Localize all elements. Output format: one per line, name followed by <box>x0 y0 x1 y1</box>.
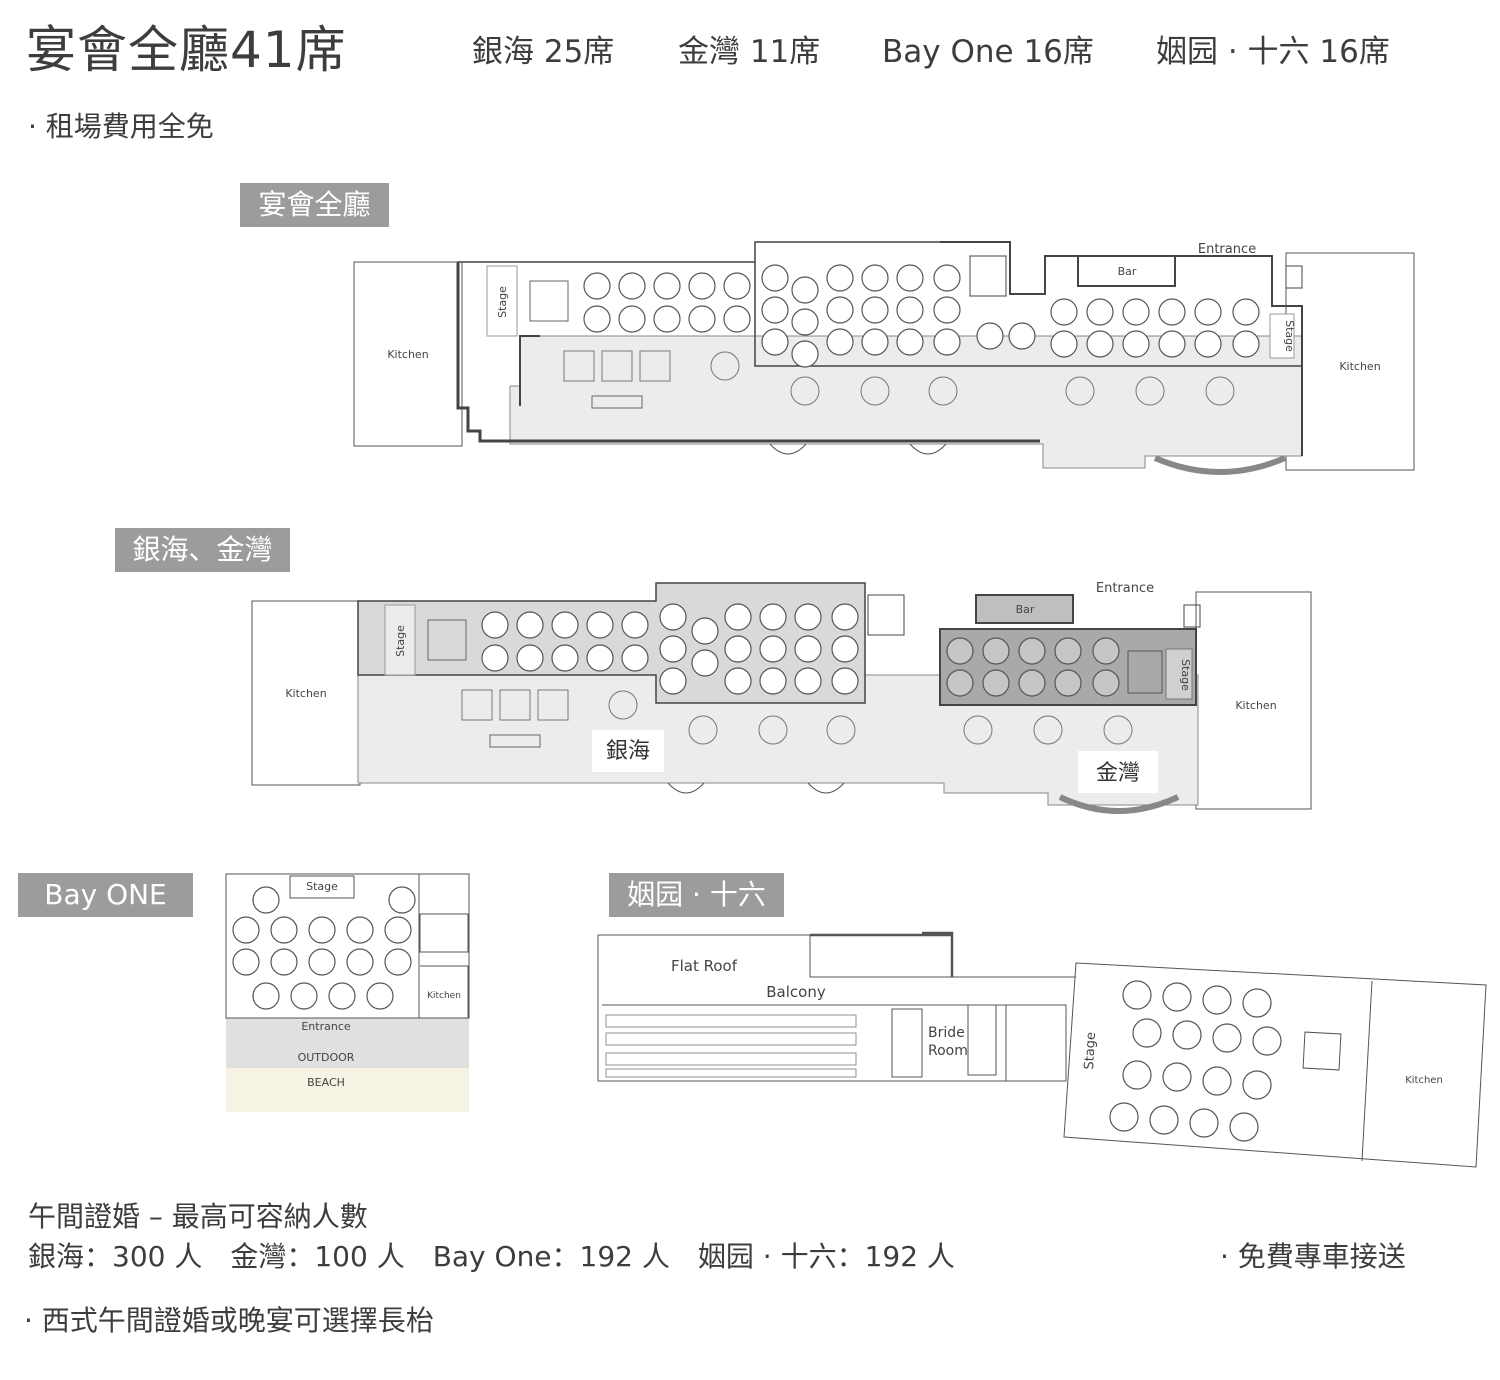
capacity-jinwan: 金灣 11席 <box>678 34 821 70</box>
floorplan-full-hall: Kitchen Kitchen Stage Stage Bar Entrance <box>353 241 1415 475</box>
label-stage-left: Stage <box>496 286 509 318</box>
label-yinyuan: 姻园 · 十六 <box>609 873 784 917</box>
label-bride-room-1: Bride <box>928 1025 965 1041</box>
label-stage: Stage <box>306 880 338 893</box>
page-title: 宴會全廳41席 <box>26 21 347 79</box>
label-stage-left: Stage <box>394 625 407 657</box>
zone-label-yinhai: 銀海 <box>606 739 650 764</box>
label-kitchen-right: Kitchen <box>1235 699 1276 712</box>
label-entrance: Entrance <box>1096 581 1154 596</box>
label-kitchen-left: Kitchen <box>285 687 326 700</box>
label-full-hall: 宴會全廳 <box>240 183 389 227</box>
label-beach: BEACH <box>307 1076 345 1089</box>
capacity-bay-one: Bay One 16席 <box>882 34 1094 70</box>
label-bride-room-2: Room <box>928 1043 968 1059</box>
capacity-yinhai: 銀海 25席 <box>472 34 615 70</box>
kitchen-left-room <box>353 261 463 447</box>
footer-shuttle: · 免費專車接送 <box>1220 1240 1406 1273</box>
footer-long-table: · 西式午間證婚或晚宴可選擇長枱 <box>24 1304 434 1337</box>
capacity-yinyuan: 姻园 · 十六 16席 <box>1156 34 1390 70</box>
label-bay-one: Bay ONE <box>18 873 193 917</box>
label-yinhai-jinwan: 銀海、金灣 <box>115 528 290 572</box>
zone-label-jinwan: 金灣 <box>1096 761 1140 786</box>
note-rent-free: · 租場費用全免 <box>28 110 214 143</box>
label-bar: Bar <box>1118 265 1137 278</box>
footer-heading: 午間證婚 – 最高可容納人數 <box>28 1200 368 1233</box>
label-stage: Stage <box>1082 1032 1099 1070</box>
label-outdoor: OUTDOOR <box>298 1051 355 1064</box>
label-kitchen: Kitchen <box>1405 1075 1443 1086</box>
label-stage-right: Stage <box>1179 659 1192 691</box>
footer-capacity-line: 銀海：300 人 金灣：100 人 Bay One：192 人 姻园 · 十六：… <box>28 1240 955 1273</box>
label-bar: Bar <box>1016 603 1035 616</box>
label-flat-roof: Flat Roof <box>671 957 738 975</box>
label-entrance: Entrance <box>1198 242 1256 257</box>
label-entrance: Entrance <box>301 1020 351 1033</box>
label-kitchen: Kitchen <box>427 991 461 1001</box>
label-balcony: Balcony <box>766 983 826 1001</box>
label-stage-right: Stage <box>1283 320 1296 352</box>
floorplan-yinyuan: Flat Roof Balcony Bride Room Stage Kitch… <box>597 931 1487 1168</box>
floorplan-yinhai-jinwan: Kitchen Kitchen Stage Stage Bar Entrance… <box>251 581 1312 814</box>
floorplan-bay-one: Stage Kitchen Entrance OUTDOOR BEACH <box>225 873 470 1112</box>
label-kitchen-left: Kitchen <box>387 348 428 361</box>
label-kitchen-right: Kitchen <box>1339 360 1380 373</box>
